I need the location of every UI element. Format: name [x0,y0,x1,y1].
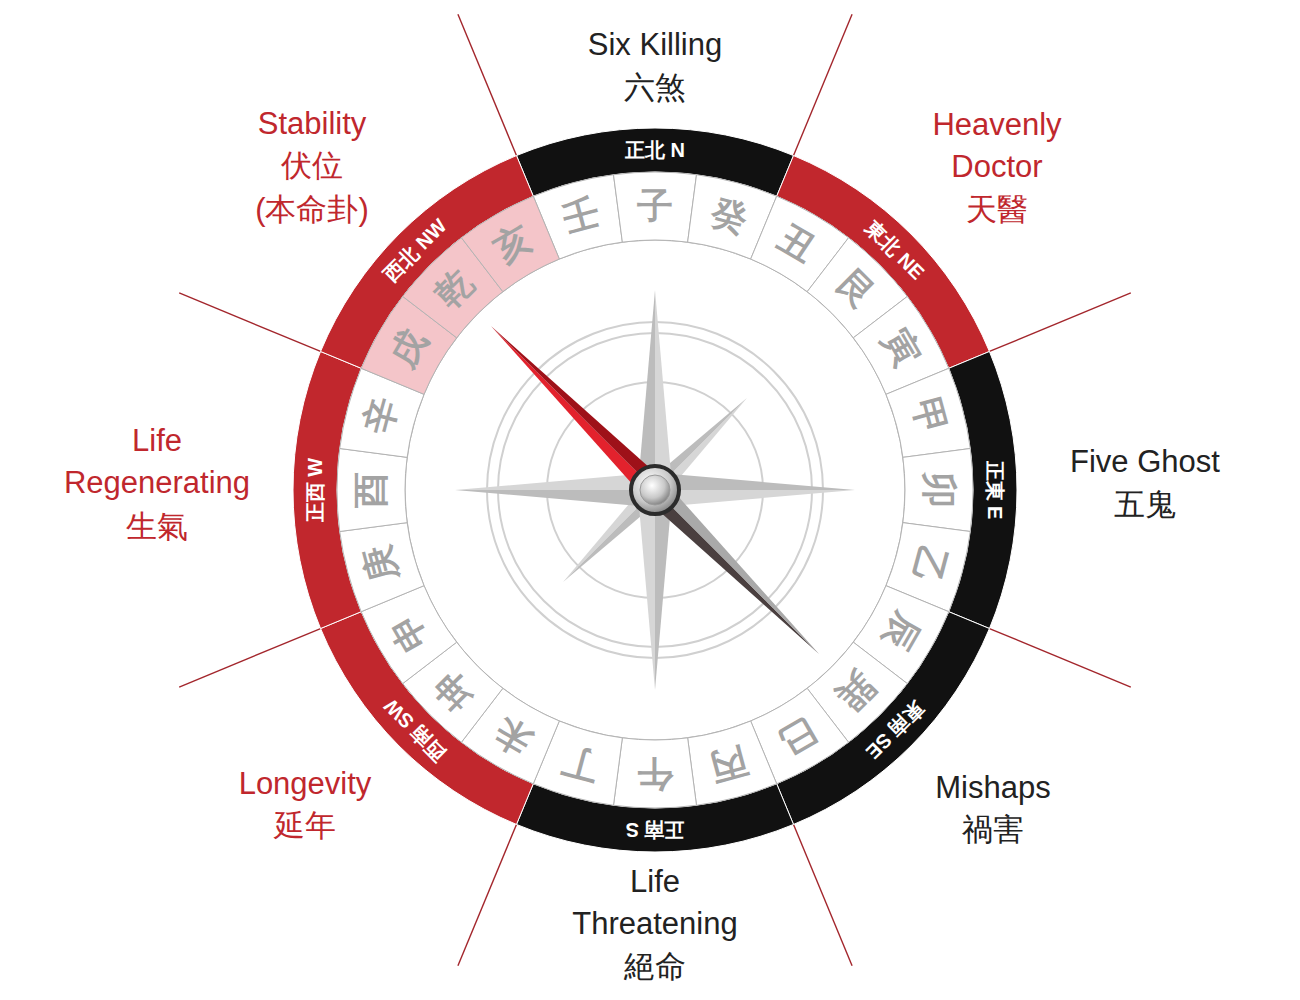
sector-divider [794,824,853,965]
sector-divider [458,14,517,155]
sector-divider [989,293,1130,352]
inner-dial [405,240,905,740]
needle-pivot-cap [640,475,670,505]
sector-star-label: 六煞 [590,67,720,109]
sector-star-label: 生氣 [92,506,222,548]
mountain-character: 午 [637,756,673,792]
needle-south-half [655,481,828,654]
sector-divider [179,629,320,688]
mountain-cell-shape [613,172,696,242]
needle-north-half [491,317,664,490]
mountain-character: 卯 [921,472,957,508]
sector-star-label: Life Threatening [555,861,755,945]
star-point [655,290,671,490]
sector-star-label: 五鬼 [1080,484,1210,526]
sector-star-label: 絕命 [590,946,720,988]
mountain-cell: 庚 [337,520,427,614]
sector-divider-group [179,14,1131,966]
needle-south-half [646,490,819,663]
mountain-cell: 卯 [900,446,975,534]
mountain-cell: 午 [611,735,699,810]
mountain-cell-shape [613,738,696,808]
mountain-character: 子 [637,188,673,224]
mountain-cell: 甲 [883,366,973,460]
mountain-character: 酉 [353,472,389,508]
mountain-cell-shape [886,368,970,457]
direction-label: 正南 S [626,820,685,840]
mountain-cell-shape [688,721,777,805]
compass-star-major [455,290,855,690]
sector-star-label: Heavenly Doctor [897,104,1097,188]
star-point [455,474,655,490]
star-point [655,490,671,690]
mountain-cell-shape [903,448,973,531]
direction-label: 正西 W [305,458,325,522]
sector-star-label: 延年 [240,805,370,847]
star-point [639,290,655,490]
sector-star-label: (本命卦) [227,189,397,231]
star-point [655,490,855,506]
mountain-cell-shape [337,448,407,531]
star-point [455,490,655,506]
sector-star-label: Six Killing [540,24,770,66]
sector-divider [989,629,1130,688]
direction-label: 正東 E [985,461,1005,520]
sector-star-label: 伏位 [247,145,377,187]
sector-star-label: 天醫 [932,189,1062,231]
sector-divider [179,293,320,352]
sector-star-label: Five Ghost [1035,441,1255,483]
sector-divider [794,14,853,155]
star-point [639,490,655,690]
sector-star-label: Stability [212,103,412,145]
mountain-cell: 酉 [335,446,410,534]
mountain-cell: 亥 [459,194,562,294]
sector-star-label: Life Regenerating [37,420,277,504]
mountain-cell-shape [461,196,559,291]
direction-label: 正北 N [625,140,685,160]
sector-star-label: 禍害 [928,809,1058,851]
needle-pivot [631,466,679,514]
compass-needle [482,317,828,663]
star-point [655,474,855,490]
needle-north-half [482,326,655,499]
mountain-cell-shape [340,523,424,612]
mountain-cell: 子 [611,170,699,245]
mountain-cell: 丙 [685,718,779,808]
sector-star-label: Longevity [205,763,405,805]
sector-star-label: Mishaps [893,767,1093,809]
sector-divider [458,824,517,965]
